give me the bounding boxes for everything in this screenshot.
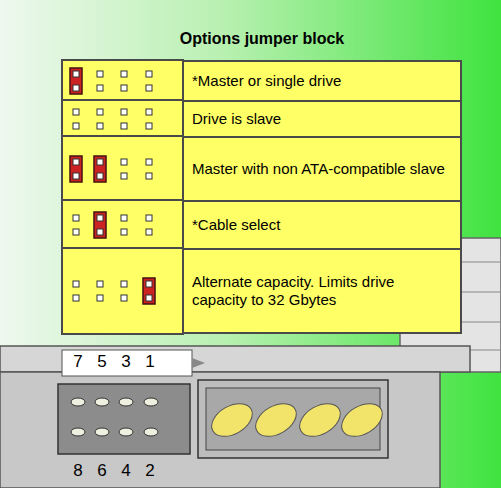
option-box: Alternate capacity. Limits drive capacit… — [182, 248, 462, 334]
pin-number: 5 — [97, 352, 106, 372]
option-text: Alternate capacity. Limits drive capacit… — [192, 273, 452, 309]
pin-cell — [62, 136, 183, 202]
option-text: Master with non ATA-compatible slave — [192, 160, 445, 178]
jumper-table — [62, 60, 183, 334]
option-box: *Cable select — [182, 200, 462, 250]
jumper — [94, 212, 106, 238]
pin-number: 2 — [145, 461, 154, 481]
pin-cell — [62, 100, 183, 138]
power-connector — [206, 397, 388, 443]
jumper — [70, 156, 82, 182]
pin-cell — [62, 60, 183, 102]
jumper — [143, 278, 155, 304]
option-box: Drive is slave — [182, 100, 462, 138]
option-box: Master with non ATA-compatible slave — [182, 136, 462, 202]
pin-number: 8 — [73, 461, 82, 481]
pin-number: 4 — [121, 461, 130, 481]
pin-number: 7 — [73, 352, 82, 372]
jumper — [94, 156, 106, 182]
option-text: *Master or single drive — [192, 72, 341, 90]
jumper-pins — [71, 398, 158, 436]
jumper — [70, 68, 82, 94]
option-text: Drive is slave — [192, 110, 281, 128]
option-box: *Master or single drive — [182, 60, 462, 102]
option-text: *Cable select — [192, 216, 280, 234]
pin-number: 6 — [97, 461, 106, 481]
connector-housing — [0, 346, 470, 488]
diagram-title: Options jumper block — [180, 30, 344, 48]
pin-number: 3 — [121, 352, 130, 372]
pin-cell — [62, 200, 183, 250]
pin-number: 1 — [145, 352, 154, 372]
pin-cell — [62, 248, 183, 334]
